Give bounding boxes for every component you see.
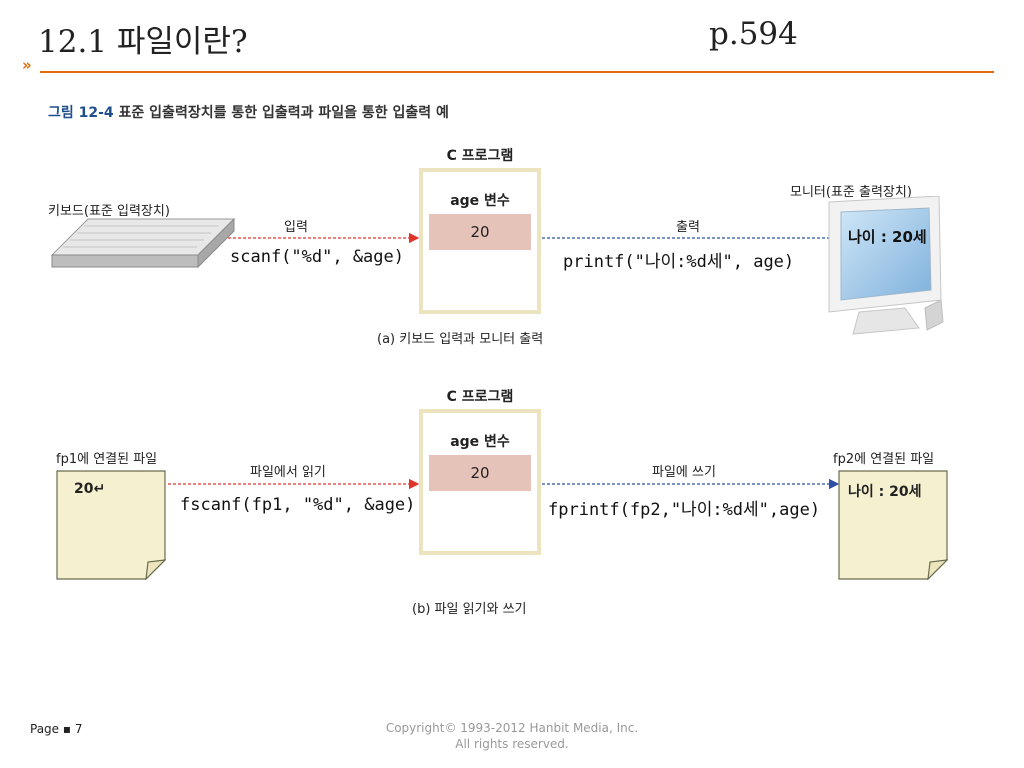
program-box-a: age 변수 20 bbox=[419, 168, 541, 314]
variable-label-b: age 변수 bbox=[450, 434, 510, 450]
bullet-chevron-icon: » bbox=[22, 56, 32, 74]
output-label-a: 출력 bbox=[676, 220, 700, 235]
copyright: Copyright© 1993-2012 Hanbit Media, Inc. … bbox=[0, 720, 1024, 752]
figure-number: 그림 12-4 bbox=[48, 105, 114, 121]
caption-a: (a) 키보드 입력과 모니터 출력 bbox=[377, 332, 544, 347]
program-box-b: age 변수 20 bbox=[419, 409, 541, 555]
caption-b: (b) 파일 읽기와 쓰기 bbox=[412, 602, 527, 617]
copyright-line-1: Copyright© 1993-2012 Hanbit Media, Inc. bbox=[385, 721, 639, 735]
source-file-icon bbox=[56, 470, 166, 580]
keyboard-icon bbox=[50, 217, 236, 269]
page-reference: p.594 bbox=[709, 16, 798, 52]
variable-label-a: age 변수 bbox=[450, 193, 510, 209]
target-file-icon bbox=[838, 470, 948, 580]
figure-caption: 그림 12-4 표준 입출력장치를 통한 입출력과 파일을 통한 입출력 예 bbox=[48, 102, 449, 122]
source-file-content: 20↵ bbox=[74, 481, 106, 497]
input-code-b: fscanf(fp1, "%d", &age) bbox=[180, 495, 416, 515]
monitor-screen-text: 나이 : 20세 bbox=[848, 228, 927, 246]
page-number: Page ▪ 7 bbox=[30, 722, 83, 736]
program-label-a: C 프로그램 bbox=[446, 148, 514, 164]
monitor-label: 모니터(표준 출력장치) bbox=[790, 185, 912, 200]
source-file-label: fp1에 연결된 파일 bbox=[56, 452, 158, 467]
target-file-label: fp2에 연결된 파일 bbox=[833, 452, 935, 467]
input-label-a: 입력 bbox=[284, 220, 308, 235]
copyright-line-2: All rights reserved. bbox=[455, 737, 569, 751]
program-label-b: C 프로그램 bbox=[446, 389, 514, 405]
variable-value-a: 20 bbox=[429, 214, 531, 250]
output-code-a: printf("나이:%d세", age) bbox=[563, 252, 795, 272]
variable-value-b: 20 bbox=[429, 455, 531, 491]
input-label-b: 파일에서 읽기 bbox=[250, 465, 326, 480]
target-file-content: 나이 : 20세 bbox=[848, 484, 922, 500]
output-code-b: fprintf(fp2,"나이:%d세",age) bbox=[548, 500, 821, 520]
monitor-icon bbox=[828, 196, 944, 335]
figure-caption-text: 표준 입출력장치를 통한 입출력과 파일을 통한 입출력 예 bbox=[118, 105, 449, 121]
keyboard-label: 키보드(표준 입력장치) bbox=[48, 204, 170, 219]
output-label-b: 파일에 쓰기 bbox=[652, 465, 716, 480]
input-code-a: scanf("%d", &age) bbox=[230, 247, 404, 267]
header-rule bbox=[40, 71, 994, 73]
slide-title: 12.1 파일이란? bbox=[38, 24, 248, 60]
